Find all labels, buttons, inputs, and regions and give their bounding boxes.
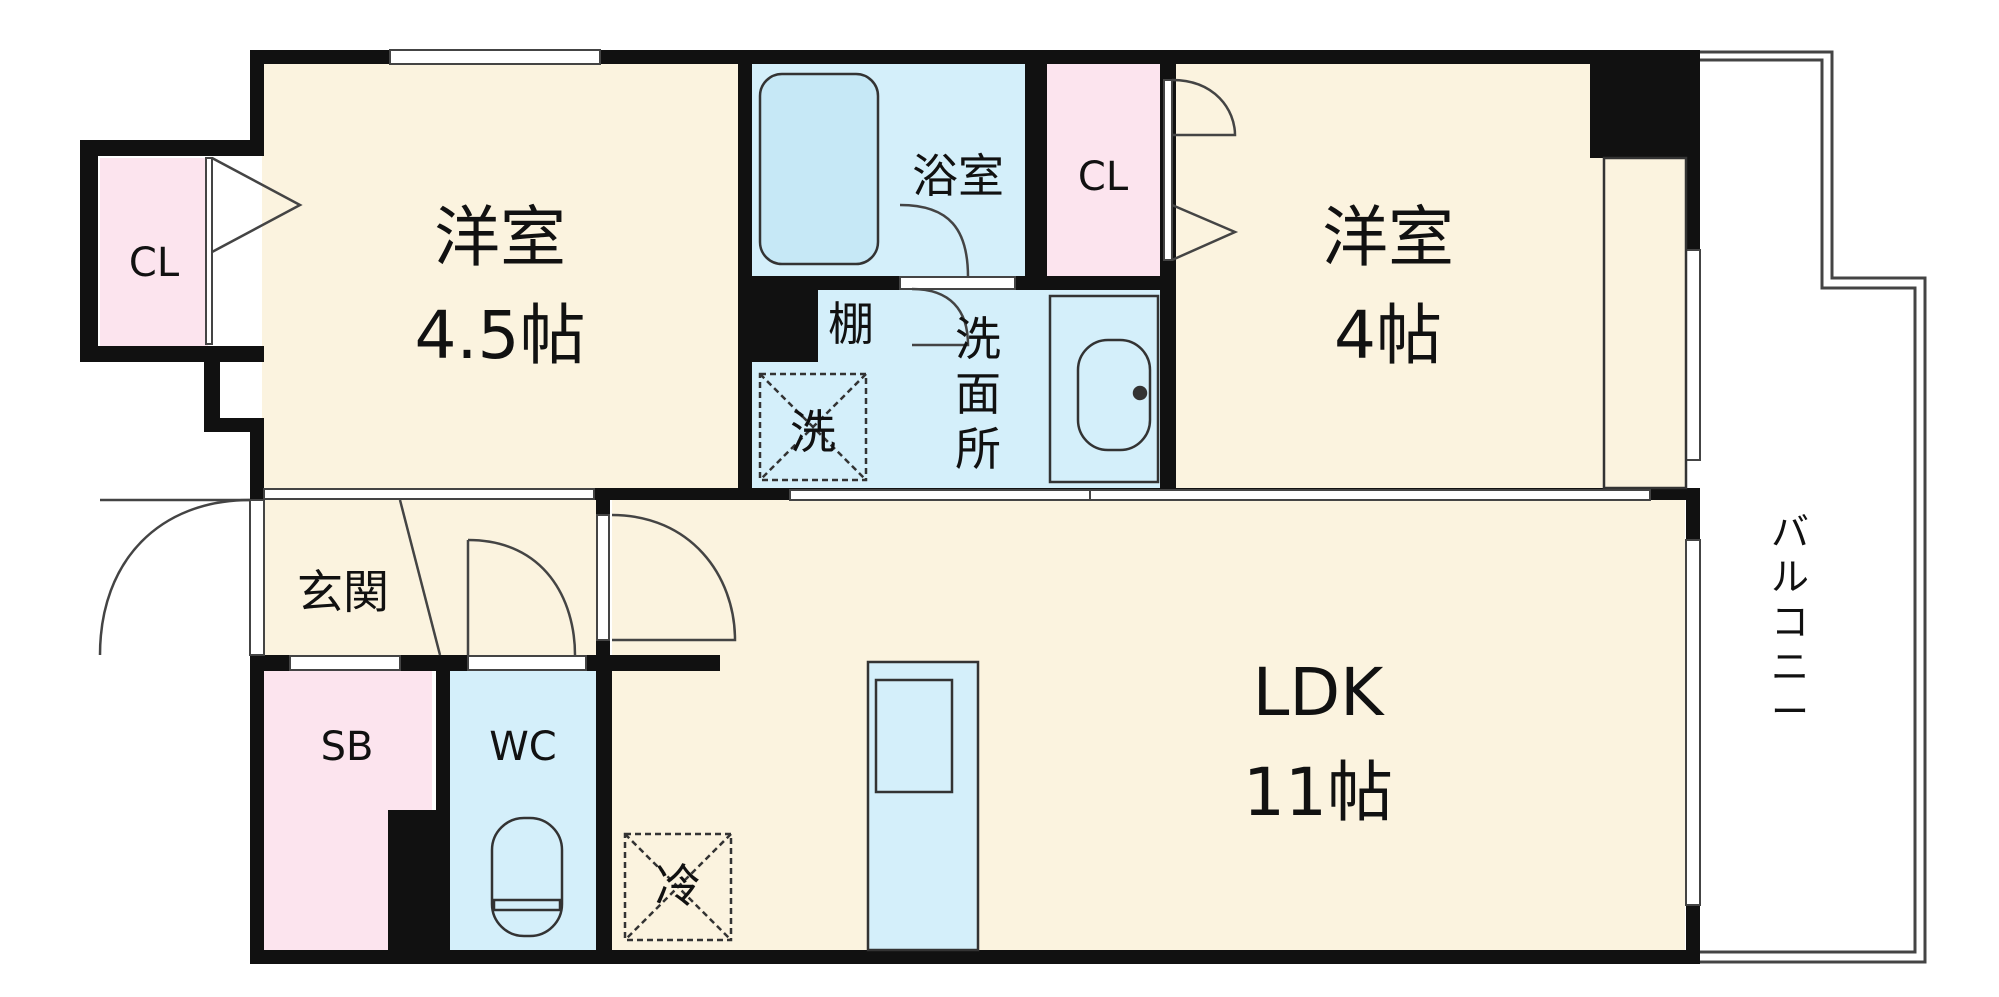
bathtub <box>758 72 880 266</box>
walls <box>80 50 1700 964</box>
shoe-box-label: SB <box>321 724 374 770</box>
ldk-name: LDK <box>1253 654 1386 731</box>
toilet-bowl <box>490 816 564 938</box>
balcony-label-3: コ <box>1771 600 1809 644</box>
fridge-space <box>623 832 733 942</box>
kitchen-sink <box>874 678 954 794</box>
door-swings <box>98 78 1239 656</box>
ldk-fill <box>612 500 1685 950</box>
western-room-right-size: 4帖 <box>1334 297 1442 374</box>
bathroom-label: 浴室 <box>912 149 1004 203</box>
room-fills <box>100 62 1685 950</box>
shelf-label: 棚 <box>828 297 874 351</box>
western-room-left-name: 洋室 <box>434 199 566 276</box>
washroom-label-2: 面 <box>955 367 1001 421</box>
washroom-label-1: 洗 <box>955 312 1001 366</box>
western-room-right-name: 洋室 <box>1322 199 1454 276</box>
western-room-left-size: 4.5帖 <box>415 297 586 374</box>
closet-left-fill <box>100 158 208 350</box>
balcony-outline <box>1700 50 1927 964</box>
entrance-fill <box>262 500 602 658</box>
ldk-size: 11帖 <box>1243 754 1393 831</box>
balcony-label-2: ル <box>1771 555 1809 599</box>
sink-bowl <box>1076 338 1152 452</box>
closet-right-fill <box>1045 62 1160 278</box>
washer-space <box>758 372 868 482</box>
closet-right-label: CL <box>1078 154 1129 200</box>
western-room-left-fill <box>262 62 740 490</box>
fridge-label: 冷 <box>655 859 701 913</box>
balcony-label-5: ー <box>1771 690 1809 734</box>
fixtures <box>490 72 1688 952</box>
balcony-label-4: ニ <box>1771 645 1809 689</box>
toilet-label: WC <box>489 724 556 770</box>
washroom-label-3: 所 <box>955 422 1001 476</box>
washer-label: 洗 <box>790 405 836 459</box>
windows <box>389 49 1701 906</box>
balcony-label-1: バ <box>1771 510 1809 554</box>
closet-left-label: CL <box>129 240 180 286</box>
labels: 洋室 4.5帖 洋室 4帖 LDK 11帖 CL CL 浴室 棚 洗 面 所 洗… <box>129 149 1809 913</box>
entrance-label: 玄関 <box>297 565 389 619</box>
